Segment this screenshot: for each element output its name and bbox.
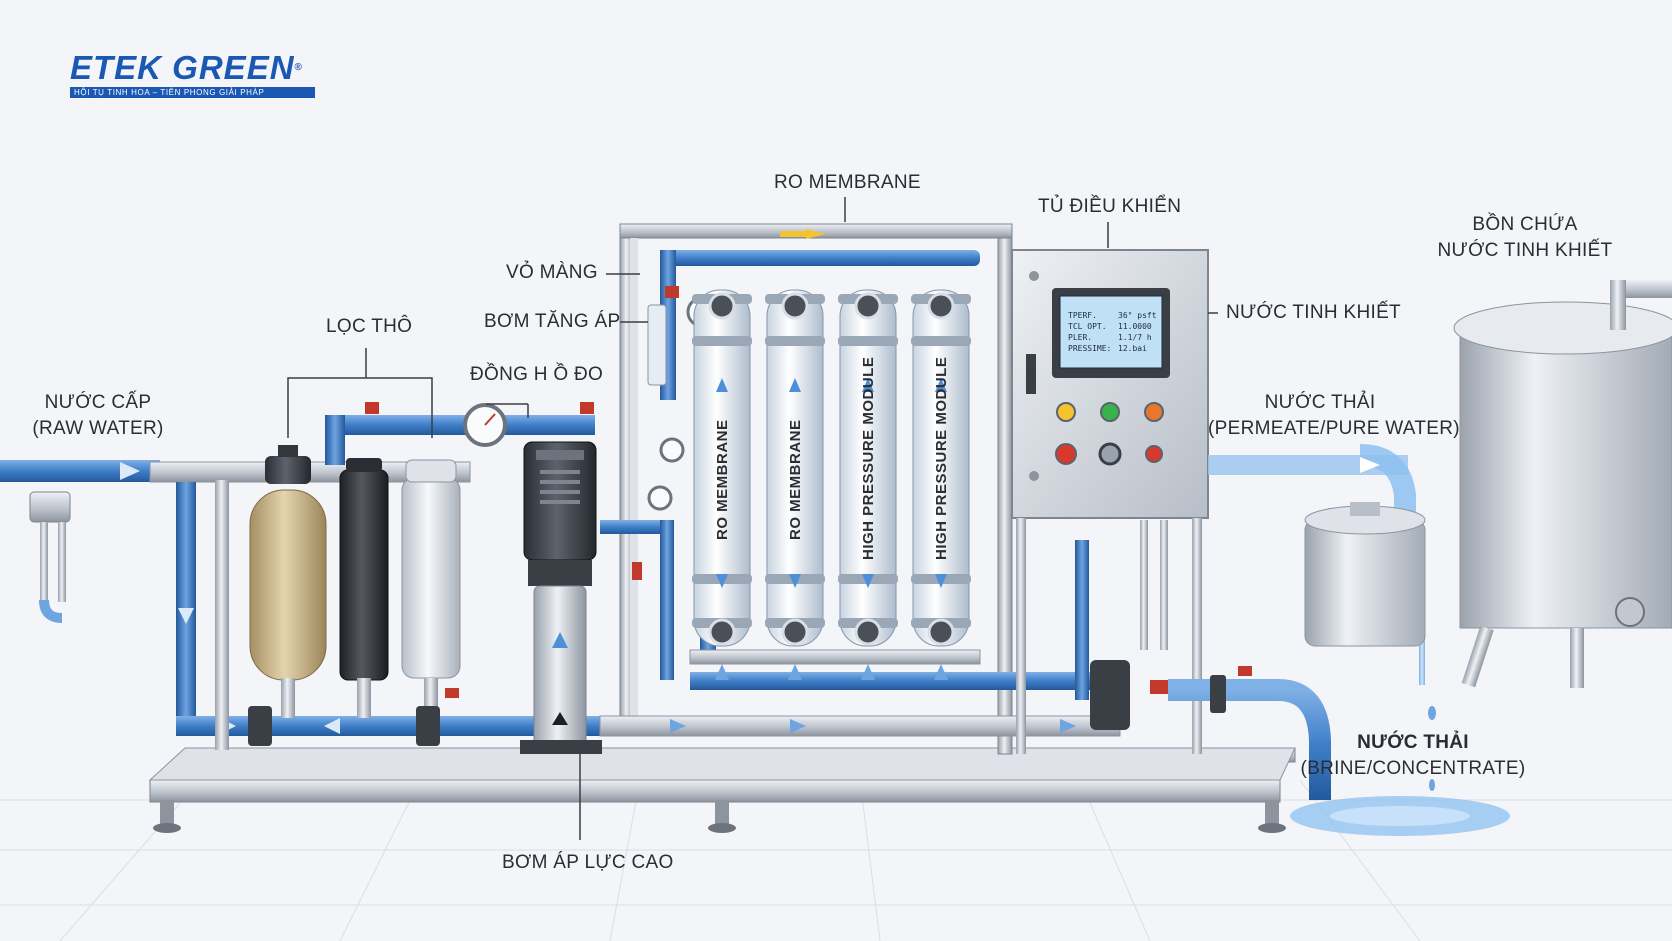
- storage-tank-title: BỒN CHỨA: [1472, 214, 1578, 235]
- hmi-row-value: 12.bai: [1118, 344, 1147, 353]
- hmi-row-value: 36° psft: [1118, 311, 1157, 320]
- raw-water-inlet: [0, 460, 160, 623]
- storage-tank-subtitle: NƯỚC TINH KHIẾT: [1437, 240, 1613, 261]
- membrane-vessel-label: RO MEMBRANE: [787, 420, 804, 541]
- logo-tagline: HỘI TỤ TINH HOA – TIÊN PHONG GIẢI PHÁP: [70, 87, 315, 98]
- permeate-subtitle: (PERMEATE/PURE WATER): [1208, 418, 1460, 439]
- membrane-vessel-label: HIGH PRESSURE MODULE: [933, 357, 950, 560]
- storage-tank-label: BỒN CHỨA NƯỚC TINH KHIẾT: [1420, 212, 1630, 264]
- filter-bypass-pipe: [325, 402, 595, 465]
- high-pressure-pump: [520, 441, 602, 754]
- hmi-row-label: TPERF.: [1068, 311, 1097, 320]
- etek-green-logo: ETEK GREEN® HỘI TỤ TINH HOA – TIÊN PHONG…: [70, 50, 315, 98]
- hmi-row-value: 11.0000: [1118, 322, 1152, 331]
- brine-title: NƯỚC THẢI: [1357, 732, 1469, 753]
- pure-water-label: NƯỚC TINH KHIẾT: [1226, 302, 1401, 323]
- permeate-title: NƯỚC THẢI: [1264, 392, 1376, 413]
- carbon-filter-tank: [339, 458, 389, 718]
- gauge-label: ĐỒNG H Ồ ĐO: [470, 364, 604, 385]
- sediment-filter-tank: [249, 445, 327, 718]
- coarse-filter-label: LỌC THÔ: [326, 316, 413, 337]
- logo-registered-mark: ®: [294, 62, 303, 73]
- hmi-row-label: PLER.: [1068, 333, 1092, 342]
- pure-water-stream: [1208, 444, 1436, 720]
- membrane-vessel: RO MEMBRANE: [692, 289, 752, 680]
- brine-label: NƯỚC THẢI (BRINE/CONCENTRATE): [1300, 730, 1526, 782]
- feed-water-title: NƯỚC CẤP: [44, 392, 152, 413]
- hmi-row-label: TCL OPT.: [1068, 322, 1107, 331]
- control-cabinet-label: TỦ ĐIỀU KHIỂN: [1038, 196, 1182, 217]
- membrane-vessel: HIGH PRESSURE MODULE: [838, 289, 898, 680]
- permeate-label: NƯỚC THẢI (PERMEATE/PURE WATER): [1208, 390, 1460, 442]
- hmi-row-value: 1.1/7 h: [1118, 333, 1152, 342]
- booster-pump-label: BƠM TĂNG ÁP: [484, 311, 621, 332]
- small-storage-tank: [1304, 502, 1426, 647]
- brine-outlet: [1168, 666, 1510, 836]
- hmi-row-label: PRESSIME:: [1068, 344, 1111, 353]
- outlet-manifold: [599, 660, 1168, 737]
- bottom-valves: [248, 688, 459, 746]
- membrane-housing-label: VỎ MÀNG: [506, 262, 598, 283]
- membrane-vessel-label: RO MEMBRANE: [714, 420, 731, 541]
- logo-name: ETEK GREEN: [70, 49, 295, 86]
- pure-water-storage-tank: [1453, 280, 1672, 688]
- membrane-vessels: RO MEMBRANE RO MEMBRANE HIGH PRESSURE MODU…: [692, 289, 971, 680]
- membrane-vessel-label: HIGH PRESSURE MODULE: [860, 357, 877, 560]
- control-cabinet: [1011, 249, 1209, 754]
- high-pressure-pump-label: BƠM ÁP LỰC CAO: [502, 852, 674, 873]
- feed-water-label: NƯỚC CẤP (RAW WATER): [18, 390, 178, 442]
- ro-membrane-label: RO MEMBRANE: [774, 172, 921, 193]
- membrane-vessel: HIGH PRESSURE MODULE: [911, 289, 971, 680]
- feed-water-subtitle: (RAW WATER): [32, 418, 164, 439]
- ro-skid-frame: [619, 223, 1013, 755]
- membrane-vessel: RO MEMBRANE: [765, 289, 825, 680]
- brine-subtitle: (BRINE/CONCENTRATE): [1300, 758, 1526, 779]
